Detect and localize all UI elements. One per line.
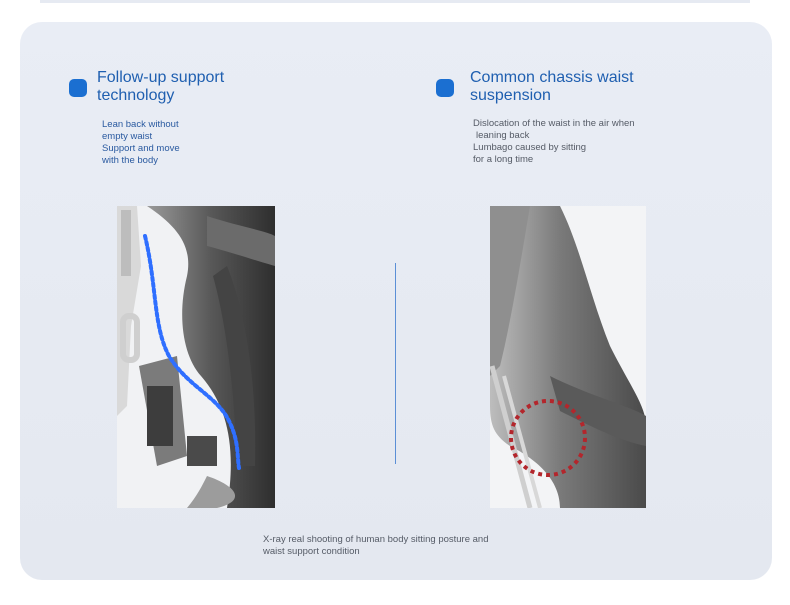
suspension-circle [509,399,587,477]
right-desc-line: Dislocation of the waist in the air when [473,118,635,129]
left-bullet-icon [69,79,87,97]
support-xray-graphic [117,206,275,508]
left-desc-line: Support and move [102,143,180,154]
support-dots-line [143,234,241,470]
right-desc-line: leaning back [476,130,530,141]
right-desc-line: for a long time [473,154,534,165]
left-desc-line: empty waist [102,131,153,142]
center-divider [395,263,396,464]
right-bullet-icon [436,79,454,97]
left-description: Lean back without empty waist Support an… [102,119,180,167]
caption-line1: X-ray real shooting of human body sittin… [263,534,489,545]
left-title-line1: Follow-up support [97,69,225,86]
left-xray-image [117,206,275,508]
caption-line2: waist support condition [263,546,360,557]
left-desc-line: with the body [102,155,158,166]
right-xray-image [490,206,646,508]
right-desc-line: Lumbago caused by sitting [473,142,587,153]
right-title: Common chassis waist suspension [470,69,634,105]
left-title-line2: technology [97,87,175,104]
left-title: Follow-up support technology [97,69,224,105]
top-divider-line [40,0,750,3]
right-title-line2: suspension [470,87,551,104]
suspension-xray-graphic [490,206,646,508]
right-description: Dislocation of the waist in the air when… [473,118,635,166]
left-desc-line: Lean back without [102,119,179,130]
caption: X-ray real shooting of human body sittin… [263,534,543,558]
right-title-line1: Common chassis waist [470,69,634,86]
